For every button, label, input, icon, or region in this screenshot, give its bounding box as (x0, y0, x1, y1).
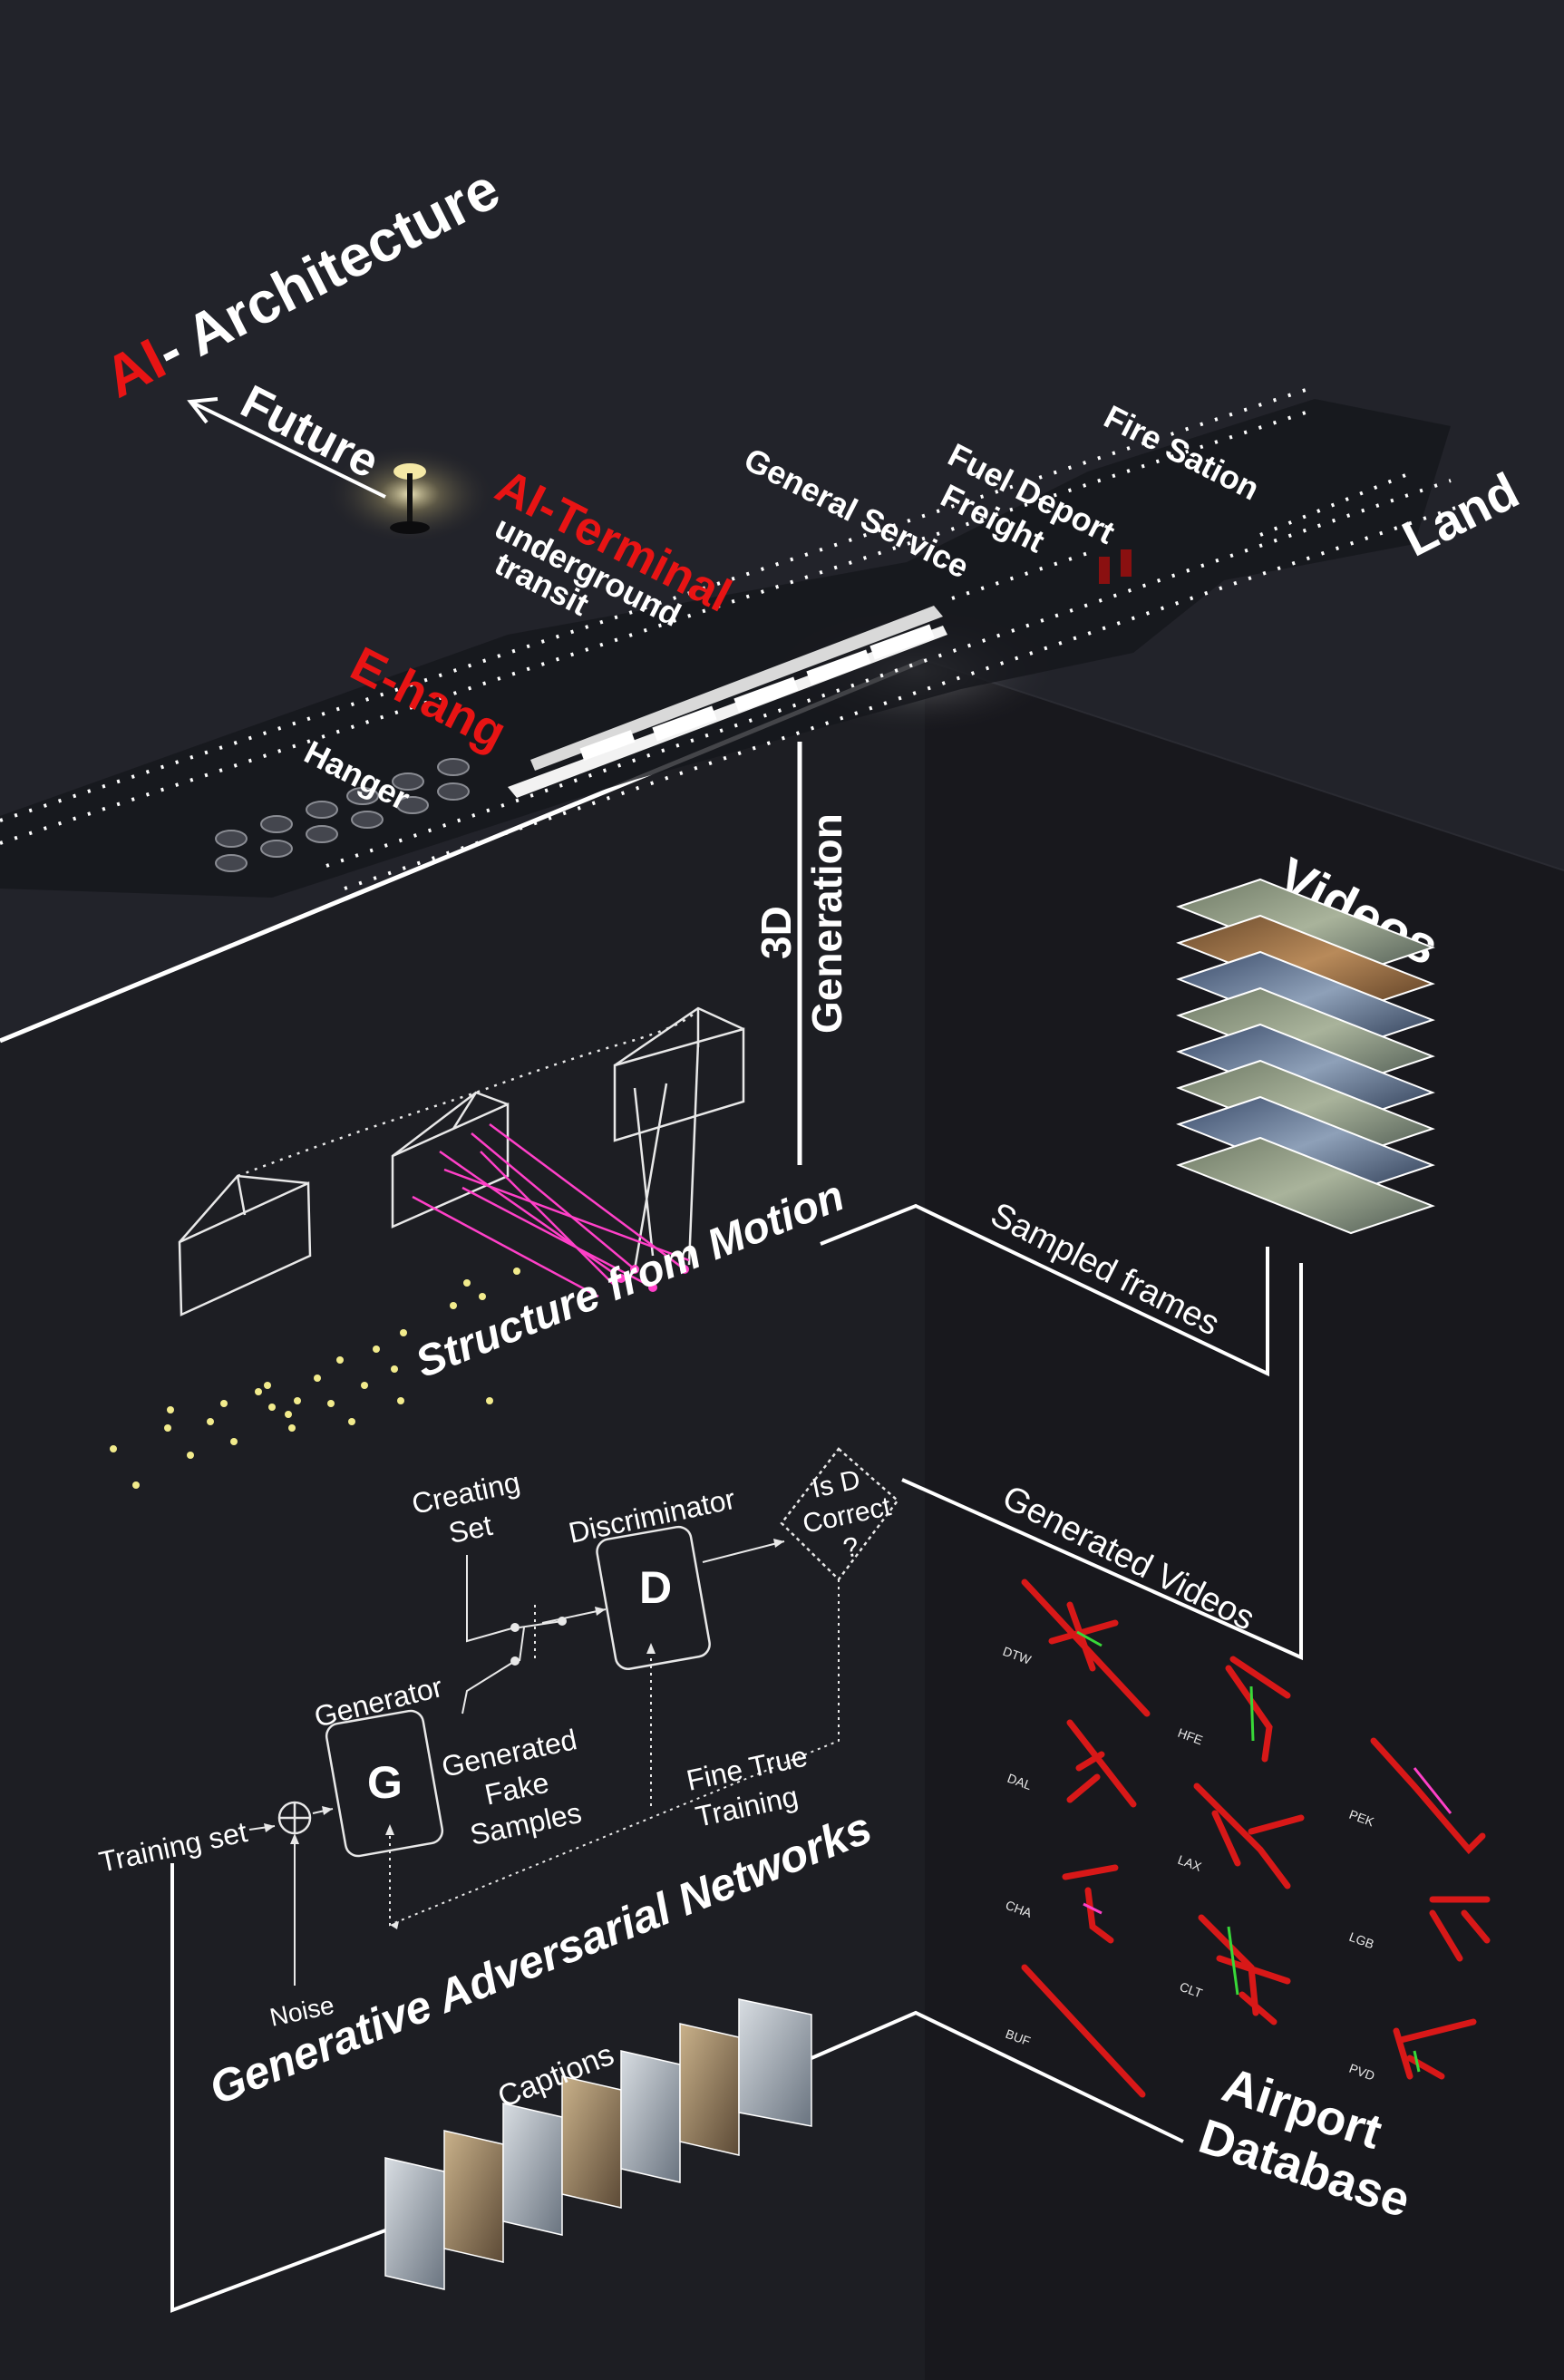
generator-box (325, 1709, 444, 1858)
gan-connectors (248, 1540, 840, 1986)
caption-photo (738, 1998, 812, 2127)
lamp-icon (390, 463, 430, 534)
d-letter: D (639, 1562, 672, 1613)
terminal-buildings (508, 606, 947, 798)
airport-database-connector (811, 2010, 1184, 2143)
decision-diamond (780, 1447, 899, 1581)
left-face (0, 660, 925, 2380)
gan-arrowheads (264, 1539, 784, 1929)
caption-photo (679, 2023, 740, 2156)
video-frame (1176, 1136, 1435, 1235)
discriminator-box (596, 1525, 711, 1670)
g-letter: G (367, 1757, 403, 1808)
point-cloud (110, 1268, 520, 1489)
future-arrow (187, 397, 386, 499)
caption-photo (443, 2130, 504, 2263)
caption-photo (561, 2075, 622, 2209)
fuel-tank (1121, 549, 1132, 577)
sampled-frames-connector (820, 1203, 1269, 1377)
caption-photo (620, 2050, 681, 2183)
generated-videos-connector (901, 1263, 1303, 1661)
airport-layouts (1021, 1579, 1491, 2098)
caption-photo (502, 2103, 563, 2236)
camera-wireframes (178, 1006, 745, 1316)
3d-label: 3D (753, 906, 800, 959)
fuel-tank (1099, 557, 1110, 584)
feature-rays (412, 1122, 690, 1298)
caption-photo-strip (384, 1998, 812, 2290)
caption-photo (384, 2157, 445, 2290)
airport-layout-highlights (1076, 1630, 1452, 2073)
hanger-pads (215, 758, 470, 872)
training-set-connector (170, 1863, 386, 2313)
site-ground (0, 399, 1451, 898)
runway-lights (0, 388, 1470, 890)
video-frame-stack (1176, 878, 1435, 1235)
feature-points (617, 1265, 689, 1292)
generation-label: Generation (803, 813, 850, 1034)
